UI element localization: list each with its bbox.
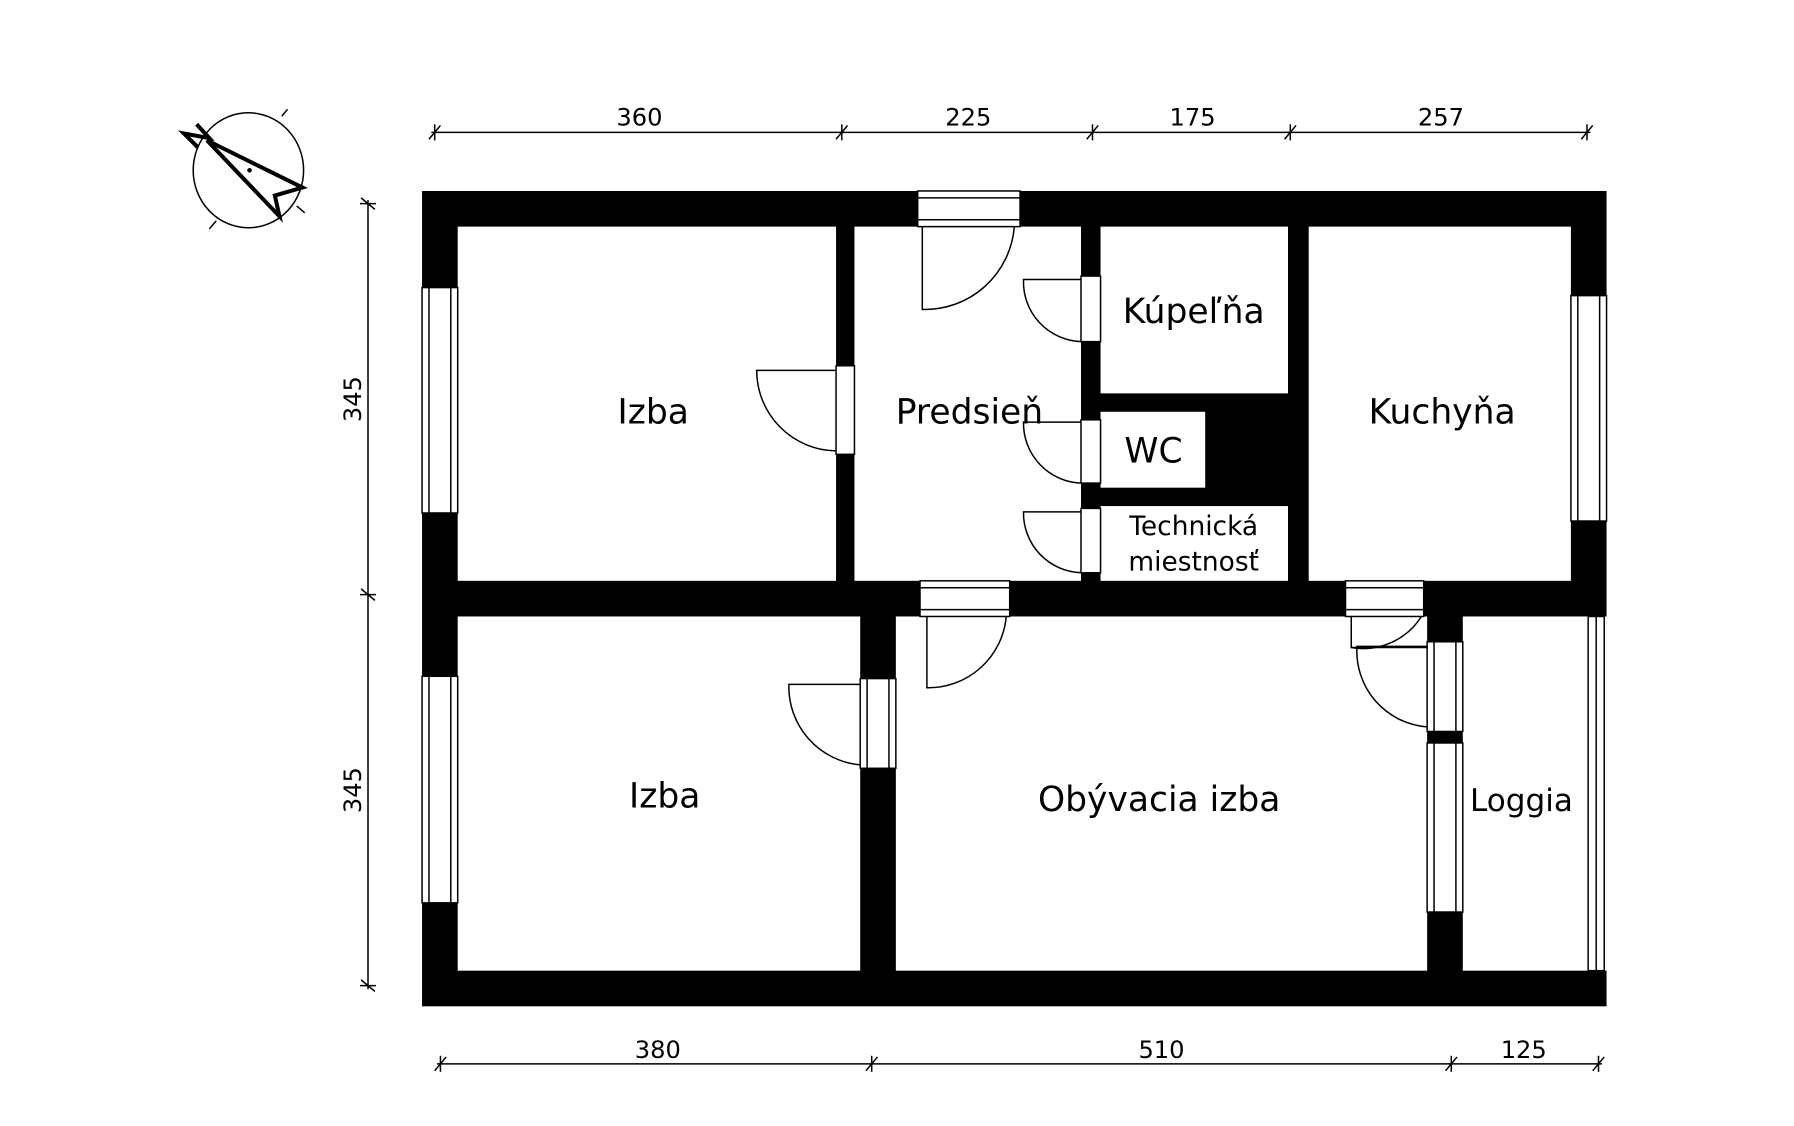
dim-top-1: 360 bbox=[616, 103, 662, 131]
room-label-wc: WC bbox=[1124, 431, 1182, 471]
dimension-top: 360 225 175 257 bbox=[428, 103, 1594, 141]
dim-top-3: 175 bbox=[1170, 103, 1216, 131]
dim-bottom-2: 510 bbox=[1138, 1036, 1184, 1064]
dim-left-2: 345 bbox=[339, 767, 367, 813]
room-label-izba-bottom: Izba bbox=[629, 776, 700, 816]
room-label-izba-top: Izba bbox=[618, 392, 689, 432]
room-label-predsien: Predsieň bbox=[896, 392, 1043, 432]
dim-top-2: 225 bbox=[945, 103, 991, 131]
room-label-loggia: Loggia bbox=[1470, 783, 1573, 819]
dimension-left: 345 345 bbox=[339, 197, 377, 992]
room-label-obyvacia: Obývacia izba bbox=[1038, 780, 1280, 820]
dim-bottom-3: 125 bbox=[1501, 1036, 1547, 1064]
dim-bottom-1: 380 bbox=[635, 1036, 681, 1064]
room-label-miestnost: miestnosť bbox=[1128, 546, 1259, 577]
windows bbox=[421, 286, 1608, 972]
dimension-bottom: 380 510 125 bbox=[434, 1036, 1605, 1072]
doors bbox=[755, 190, 1464, 770]
north-arrow-icon bbox=[178, 108, 308, 230]
room-label-technicka: Technická bbox=[1128, 511, 1258, 542]
room-label-kupelna: Kúpeľňa bbox=[1123, 292, 1265, 332]
walls bbox=[422, 190, 1607, 1007]
room-label-kuchyna: Kuchyňa bbox=[1369, 392, 1516, 432]
dim-left-1: 345 bbox=[339, 376, 367, 422]
dim-top-4: 257 bbox=[1418, 103, 1464, 131]
